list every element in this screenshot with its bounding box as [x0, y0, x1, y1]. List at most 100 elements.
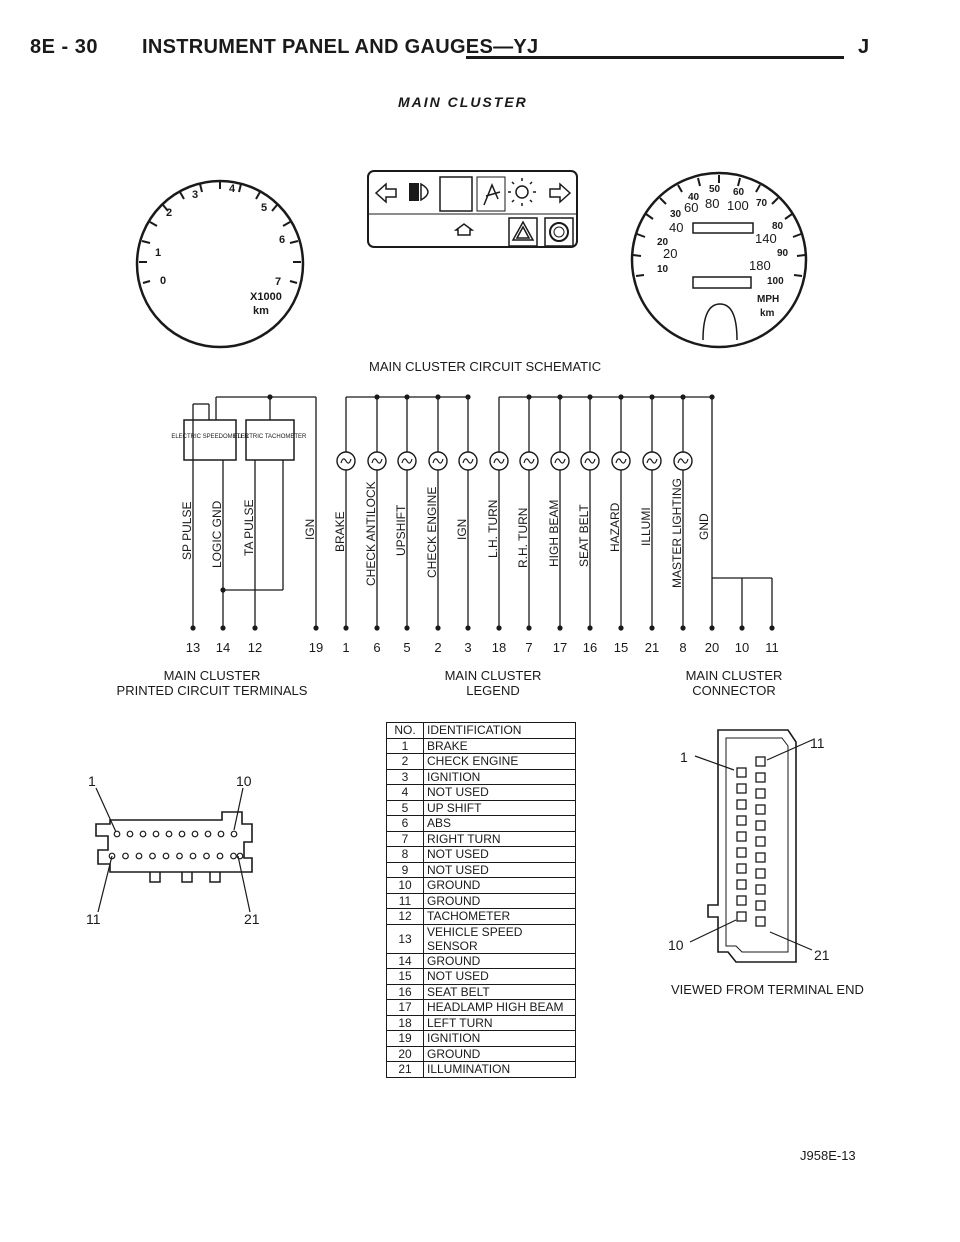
circuit-label: HIGH BEAM	[547, 500, 561, 567]
circuit-label: MASTER LIGHTING	[670, 478, 684, 588]
tachometer-module-label: ELECTRIC TACHOMETER	[234, 434, 307, 440]
pcb-label-1: 1	[88, 773, 96, 789]
terminal-number: 17	[553, 640, 567, 655]
legend-identification: CHECK ENGINE	[423, 753, 576, 770]
fuel-gauge-cutout	[702, 303, 738, 341]
terminal-number: 15	[614, 640, 628, 655]
legend-identification: NOT USED	[423, 846, 576, 863]
terminal-number: 13	[186, 640, 200, 655]
legend-no: 6	[386, 815, 424, 832]
lamp-bulb-icon	[397, 451, 417, 471]
left-arrow-icon	[374, 182, 397, 204]
legend-identification: NOT USED	[423, 861, 576, 878]
terminal-number: 16	[583, 640, 597, 655]
terminal-dot	[343, 625, 349, 631]
lamp-bulb-icon	[336, 451, 356, 471]
high-beam-icon	[409, 182, 429, 202]
legend-no: 12	[386, 908, 424, 925]
circuit-label: R.H. TURN	[516, 508, 530, 568]
legend-no: 4	[386, 784, 424, 801]
legend-no: 18	[386, 1014, 424, 1031]
circuit-label: GND	[697, 513, 711, 540]
kmh-label-40: 40	[669, 220, 683, 235]
legend-identification: VEHICLE SPEED SENSOR	[423, 923, 576, 954]
model-code: J	[858, 36, 870, 58]
mph-label-100: 100	[767, 276, 784, 287]
mph-label-30: 30	[670, 209, 682, 220]
speedometer-gauge: 10 20 30 40 50 60 70 80 90 100 20 40 60 …	[630, 171, 808, 349]
lamp-bulb-icon	[580, 451, 600, 471]
legend-no: 17	[386, 999, 424, 1016]
tach-label-5: 5	[261, 202, 267, 214]
mph-label-90: 90	[777, 248, 789, 259]
header-rule	[466, 56, 844, 59]
legend-no: 1	[386, 737, 424, 754]
terminal-number: 19	[309, 640, 323, 655]
terminal-number: 11	[765, 640, 779, 655]
terminal-number: 10	[735, 640, 749, 655]
kmh-label-180: 180	[749, 258, 771, 273]
pcb-terminals-drawing: 1 10 11 21	[86, 773, 260, 927]
legend-identification: GROUND	[423, 877, 576, 894]
legend-identification: ABS	[423, 815, 576, 832]
terminal-dot	[496, 625, 502, 631]
legend-identification: GROUND	[423, 892, 576, 909]
tach-label-1: 1	[155, 247, 161, 259]
terminal-dot	[618, 625, 624, 631]
legend-identification: ILLUMINATION	[423, 1061, 576, 1078]
circuit-label: ILLUMI	[639, 507, 653, 546]
legend-no: 14	[386, 952, 424, 969]
legend-identification: GROUND	[423, 1045, 576, 1062]
mph-label-50: 50	[709, 184, 721, 195]
terminal-dot	[252, 625, 258, 631]
tach-unit-x1000: X1000	[250, 291, 282, 303]
terminal-dot	[190, 625, 196, 631]
terminal-number: 20	[705, 640, 719, 655]
lamp-bulb-icon	[611, 451, 631, 471]
legend-no: 5	[386, 799, 424, 816]
legend-no: 2	[386, 753, 424, 770]
circuit-label: IGN	[303, 519, 317, 540]
page-header: 8E - 30 INSTRUMENT PANEL AND GAUGES—YJ J	[0, 0, 960, 60]
legend-no: 19	[386, 1030, 424, 1047]
circuit-label: UPSHIFT	[394, 504, 408, 556]
legend-no: 10	[386, 877, 424, 894]
legend-header-row: NO. IDENTIFICATION	[386, 722, 576, 739]
terminal-number: 1	[342, 640, 349, 655]
terminal-dot	[374, 625, 380, 631]
circuit-label: SP PULSE	[180, 502, 194, 560]
terminal-number: 6	[373, 640, 380, 655]
mph-label-20: 20	[657, 237, 669, 248]
caption-left-line1: MAIN CLUSTER	[164, 668, 261, 683]
mph-label-60: 60	[733, 187, 745, 198]
legend-identification: TACHOMETER	[423, 908, 576, 925]
legend-no: 11	[386, 892, 424, 909]
tach-label-6: 6	[279, 234, 285, 246]
legend-no: 3	[386, 768, 424, 785]
legend-header-identification: IDENTIFICATION	[423, 722, 576, 739]
lamp-bulb-icon	[428, 451, 448, 471]
tach-label-0: 0	[160, 275, 166, 287]
pcb-label-11: 11	[86, 911, 101, 927]
connector-caption: VIEWED FROM TERMINAL END	[671, 982, 864, 997]
circuit-label: CHECK ANTILOCK	[364, 481, 378, 586]
tachometer-module-box	[245, 419, 295, 461]
kmh-label-80: 80	[705, 196, 719, 211]
illumination-icon	[508, 178, 536, 206]
terminal-number: 2	[434, 640, 441, 655]
tach-label-7: 7	[275, 276, 281, 288]
connector-label-11: 11	[810, 735, 825, 751]
